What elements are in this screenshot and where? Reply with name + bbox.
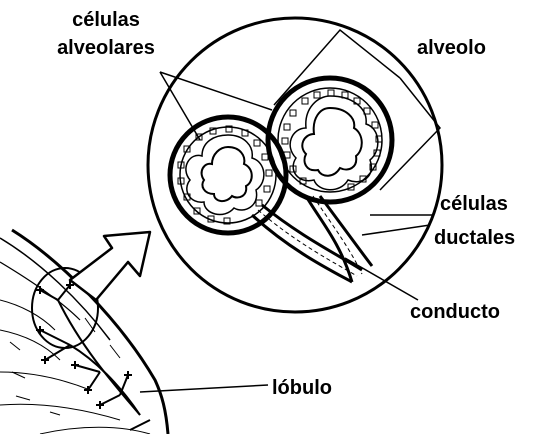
label-ductal-cells-line2: ductales: [434, 227, 515, 249]
label-alveolus: alveolo: [417, 37, 486, 59]
label-alveolar-cells-line1: células: [72, 9, 140, 31]
label-lobule: lóbulo: [272, 377, 332, 399]
label-duct: conducto: [410, 301, 500, 323]
label-ductal-cells-line1: células: [440, 193, 508, 215]
lobule-branches: [36, 281, 150, 430]
magnify-arrow: [70, 232, 150, 300]
magnified-view-circle: [148, 18, 442, 312]
label-alveolar-cells-line2: alveolares: [57, 37, 155, 59]
